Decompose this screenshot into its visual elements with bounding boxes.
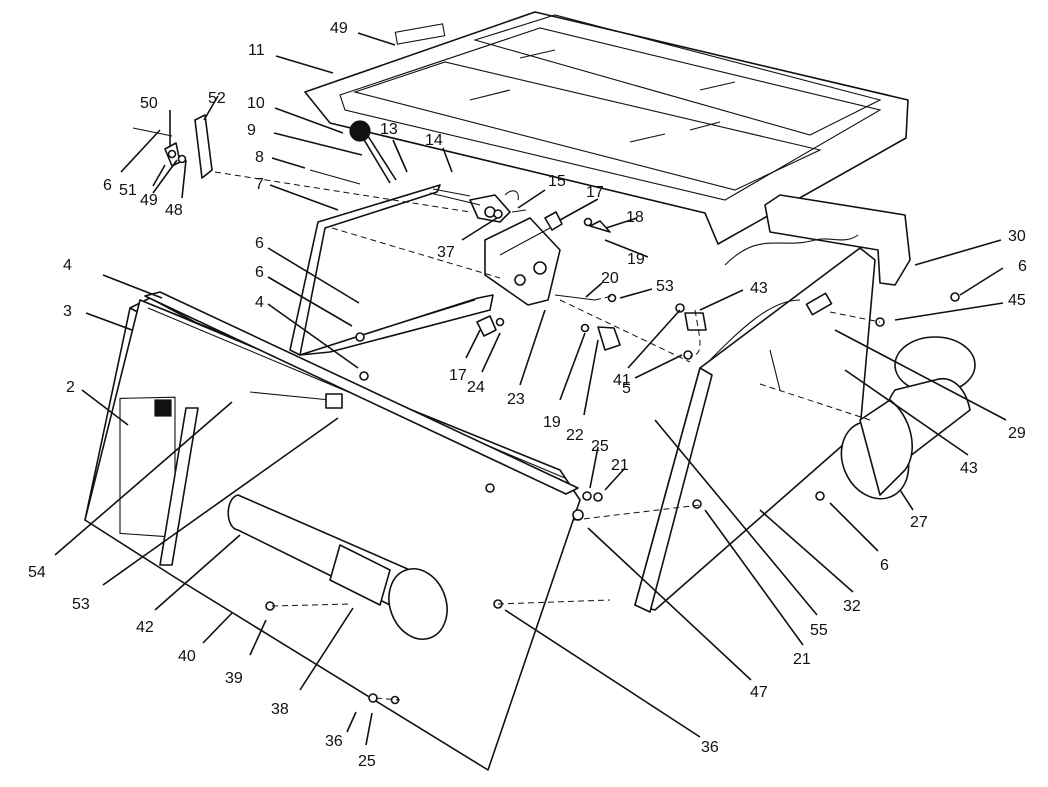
callout-4a: 4 xyxy=(255,294,264,311)
front-main-panel xyxy=(84,299,581,771)
callout-18: 18 xyxy=(626,209,644,226)
lever-assembly xyxy=(429,190,519,223)
callout-30: 30 xyxy=(1008,228,1026,245)
callout-49b: 49 xyxy=(140,192,158,209)
callout-25a: 25 xyxy=(591,438,609,455)
callout-40a: 41 xyxy=(613,372,631,389)
callout-2: 3 xyxy=(63,303,72,320)
callout-6b: 6 xyxy=(1018,258,1027,275)
callout-32: 32 xyxy=(843,598,861,615)
engine-pump xyxy=(840,336,976,500)
callout-7: 6 xyxy=(103,177,112,194)
callout-22: 22 xyxy=(566,427,584,444)
callout-4b: 5 xyxy=(622,380,631,397)
callout-42: 43 xyxy=(750,280,768,297)
callout-38: 38 xyxy=(271,701,289,718)
callout-36b: 36 xyxy=(701,739,719,756)
callout-29: 29 xyxy=(1008,425,1026,442)
right-housing xyxy=(634,234,876,613)
callout-11: 10 xyxy=(247,95,265,112)
callout-5: 6 xyxy=(255,264,264,281)
callout-54: 54 xyxy=(28,564,46,581)
callout-37: 37 xyxy=(437,244,455,261)
callout-25b: 25 xyxy=(358,753,376,770)
callout-48: 48 xyxy=(165,202,183,219)
callout-14: 13 xyxy=(380,121,398,138)
callout-23: 23 xyxy=(507,391,525,408)
control-valve-body xyxy=(484,217,561,306)
callout-21a: 21 xyxy=(611,457,629,474)
callout-52: 53 xyxy=(656,278,674,295)
callout-10: 9 xyxy=(247,122,256,139)
callout-6c: 6 xyxy=(880,557,889,574)
callout-43: 43 xyxy=(960,460,978,477)
leader-lines xyxy=(54,32,1007,746)
callout-39: 39 xyxy=(225,670,243,687)
control-handle xyxy=(349,120,397,184)
top-cover-plate xyxy=(304,11,909,245)
callout-50: 51 xyxy=(119,182,137,199)
callout-36a: 36 xyxy=(325,733,343,750)
callout-55: 55 xyxy=(810,622,828,639)
cylinder xyxy=(227,494,448,640)
callout-9: 8 xyxy=(255,149,264,166)
assembly-lines xyxy=(214,171,881,701)
callout-17a: 17 xyxy=(586,184,604,201)
callout-53: 53 xyxy=(72,596,90,613)
callout-12: 11 xyxy=(248,42,265,59)
left-frame-panel xyxy=(289,184,494,356)
callout-16: 15 xyxy=(548,173,566,190)
callout-49a: 50 xyxy=(140,95,158,112)
callout-13: 49 xyxy=(330,20,348,37)
hinge xyxy=(144,291,579,495)
callout-8: 7 xyxy=(255,176,264,193)
callout-21b: 21 xyxy=(793,651,811,668)
callout-19a: 19 xyxy=(627,251,645,268)
callout-41: 42 xyxy=(136,619,154,636)
callout-3: 4 xyxy=(63,257,72,274)
callout-19b: 19 xyxy=(543,414,561,431)
callout-6a: 6 xyxy=(255,235,264,252)
callout-27: 27 xyxy=(910,514,928,531)
callout-47: 47 xyxy=(750,684,768,701)
callout-24: 24 xyxy=(467,379,485,396)
callout-40b: 40 xyxy=(178,648,196,665)
callout-17b: 17 xyxy=(449,367,467,384)
callout-15: 14 xyxy=(425,132,443,149)
callout-1: 2 xyxy=(66,379,75,396)
callout-20: 20 xyxy=(601,270,619,287)
callout-labels: 49 11 10 9 8 7 13 14 15 17 18 19 37 50 5… xyxy=(28,20,1027,770)
callout-45: 45 xyxy=(1008,292,1026,309)
callout-51: 52 xyxy=(208,90,226,107)
